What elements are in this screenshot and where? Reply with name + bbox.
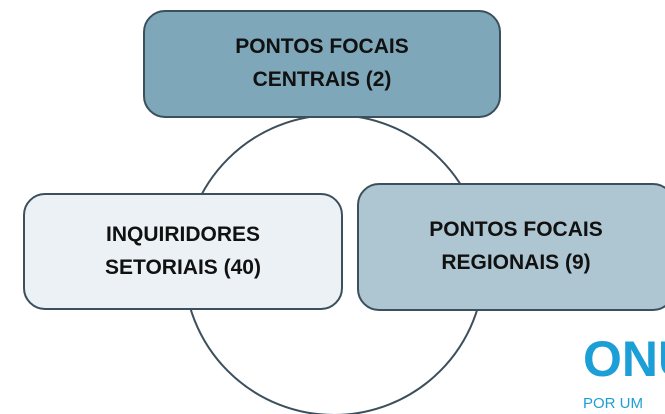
onu-logo-subtext: POR UM xyxy=(583,395,643,412)
node-central-focal-points: PONTOS FOCAIS CENTRAIS (2) xyxy=(143,10,501,118)
node-central-label: PONTOS FOCAIS CENTRAIS (2) xyxy=(235,35,409,91)
node-sector-surveyors: INQUIRIDORES SETORIAIS (40) xyxy=(23,193,343,310)
node-regional-label: PONTOS FOCAIS REGIONAIS (9) xyxy=(429,218,603,274)
onu-logo: ONU xyxy=(583,331,665,387)
node-regional-focal-points: PONTOS FOCAIS REGIONAIS (9) xyxy=(357,183,665,311)
node-sector-label: INQUIRIDORES SETORIAIS (40) xyxy=(105,222,261,279)
